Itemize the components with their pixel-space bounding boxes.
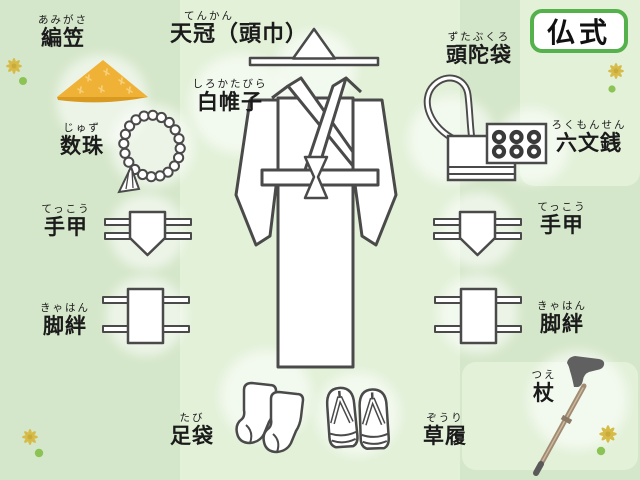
rokumonsen-coins-icon bbox=[485, 122, 548, 165]
furigana-kyahan-left: きゃはん bbox=[40, 302, 90, 314]
text-tenkan: 天冠（頭巾） bbox=[170, 22, 309, 48]
text-shirokatabira: 白帷子 bbox=[197, 90, 263, 115]
text-tekko-right: 手甲 bbox=[540, 213, 584, 238]
zouri-sandals-icon bbox=[325, 386, 390, 450]
furigana-rokumonsen: ろくもんせん bbox=[551, 119, 627, 131]
kimono-icon bbox=[234, 76, 398, 369]
furigana-tsue: つえ bbox=[531, 369, 557, 381]
label-amigasa: あみがさ 編笠 bbox=[18, 14, 108, 50]
text-zudabukuro: 頭陀袋 bbox=[446, 43, 512, 68]
label-tabi: たび 足袋 bbox=[164, 412, 220, 448]
label-tekko-left: てっこう 手甲 bbox=[36, 203, 96, 239]
tenkan-crown-icon bbox=[248, 27, 380, 67]
furigana-amigasa: あみがさ bbox=[38, 14, 88, 26]
text-tekko-left: 手甲 bbox=[44, 215, 88, 240]
tekko-left-icon bbox=[104, 210, 192, 257]
flower-icon bbox=[6, 58, 624, 458]
tekko-right-icon bbox=[433, 210, 522, 257]
label-zudabukuro: ずたぶくろ 頭陀袋 bbox=[440, 31, 518, 67]
furigana-tekko-left: てっこう bbox=[41, 203, 91, 215]
text-amigasa: 編笠 bbox=[41, 26, 85, 51]
furigana-tabi: たび bbox=[179, 412, 205, 424]
furigana-tenkan: てんかん bbox=[184, 10, 234, 22]
label-tekko-right: てっこう 手甲 bbox=[532, 201, 592, 237]
label-kyahan-left: きゃはん 脚絆 bbox=[34, 302, 96, 338]
furigana-juzu: じゅず bbox=[63, 122, 101, 134]
label-tsue: つえ 杖 bbox=[522, 369, 566, 405]
label-tenkan: てんかん 天冠（頭巾） bbox=[170, 10, 330, 47]
buddhist-style-badge: 仏式 bbox=[530, 9, 628, 53]
text-kyahan-right: 脚絆 bbox=[540, 312, 584, 337]
text-tsue: 杖 bbox=[533, 381, 555, 406]
kyahan-right-icon bbox=[434, 287, 522, 345]
juzu-beads-icon bbox=[117, 109, 186, 194]
label-zouri: ぞうり 草履 bbox=[416, 412, 474, 448]
furigana-zouri: ぞうり bbox=[426, 412, 464, 424]
text-juzu: 数珠 bbox=[60, 134, 104, 159]
label-rokumonsen: ろくもんせん 六文銭 bbox=[548, 119, 630, 155]
furigana-tekko-right: てっこう bbox=[537, 201, 587, 213]
badge-text: 仏式 bbox=[546, 16, 611, 49]
text-tabi: 足袋 bbox=[170, 424, 214, 449]
furigana-shirokatabira: しろかたびら bbox=[192, 78, 268, 90]
amigasa-hat-icon bbox=[57, 60, 148, 103]
cane-icon bbox=[533, 356, 605, 476]
text-kyahan-left: 脚絆 bbox=[43, 314, 87, 339]
label-shirokatabira: しろかたびら 白帷子 bbox=[188, 78, 272, 114]
text-zouri: 草履 bbox=[423, 424, 467, 449]
furigana-kyahan-right: きゃはん bbox=[537, 300, 587, 312]
tabi-socks-icon bbox=[235, 381, 305, 454]
text-rokumonsen: 六文銭 bbox=[556, 131, 622, 156]
kyahan-left-icon bbox=[102, 287, 190, 345]
furigana-zudabukuro: ずたぶくろ bbox=[447, 31, 511, 43]
label-juzu: じゅず 数珠 bbox=[50, 122, 114, 158]
label-kyahan-right: きゃはん 脚絆 bbox=[530, 300, 594, 336]
